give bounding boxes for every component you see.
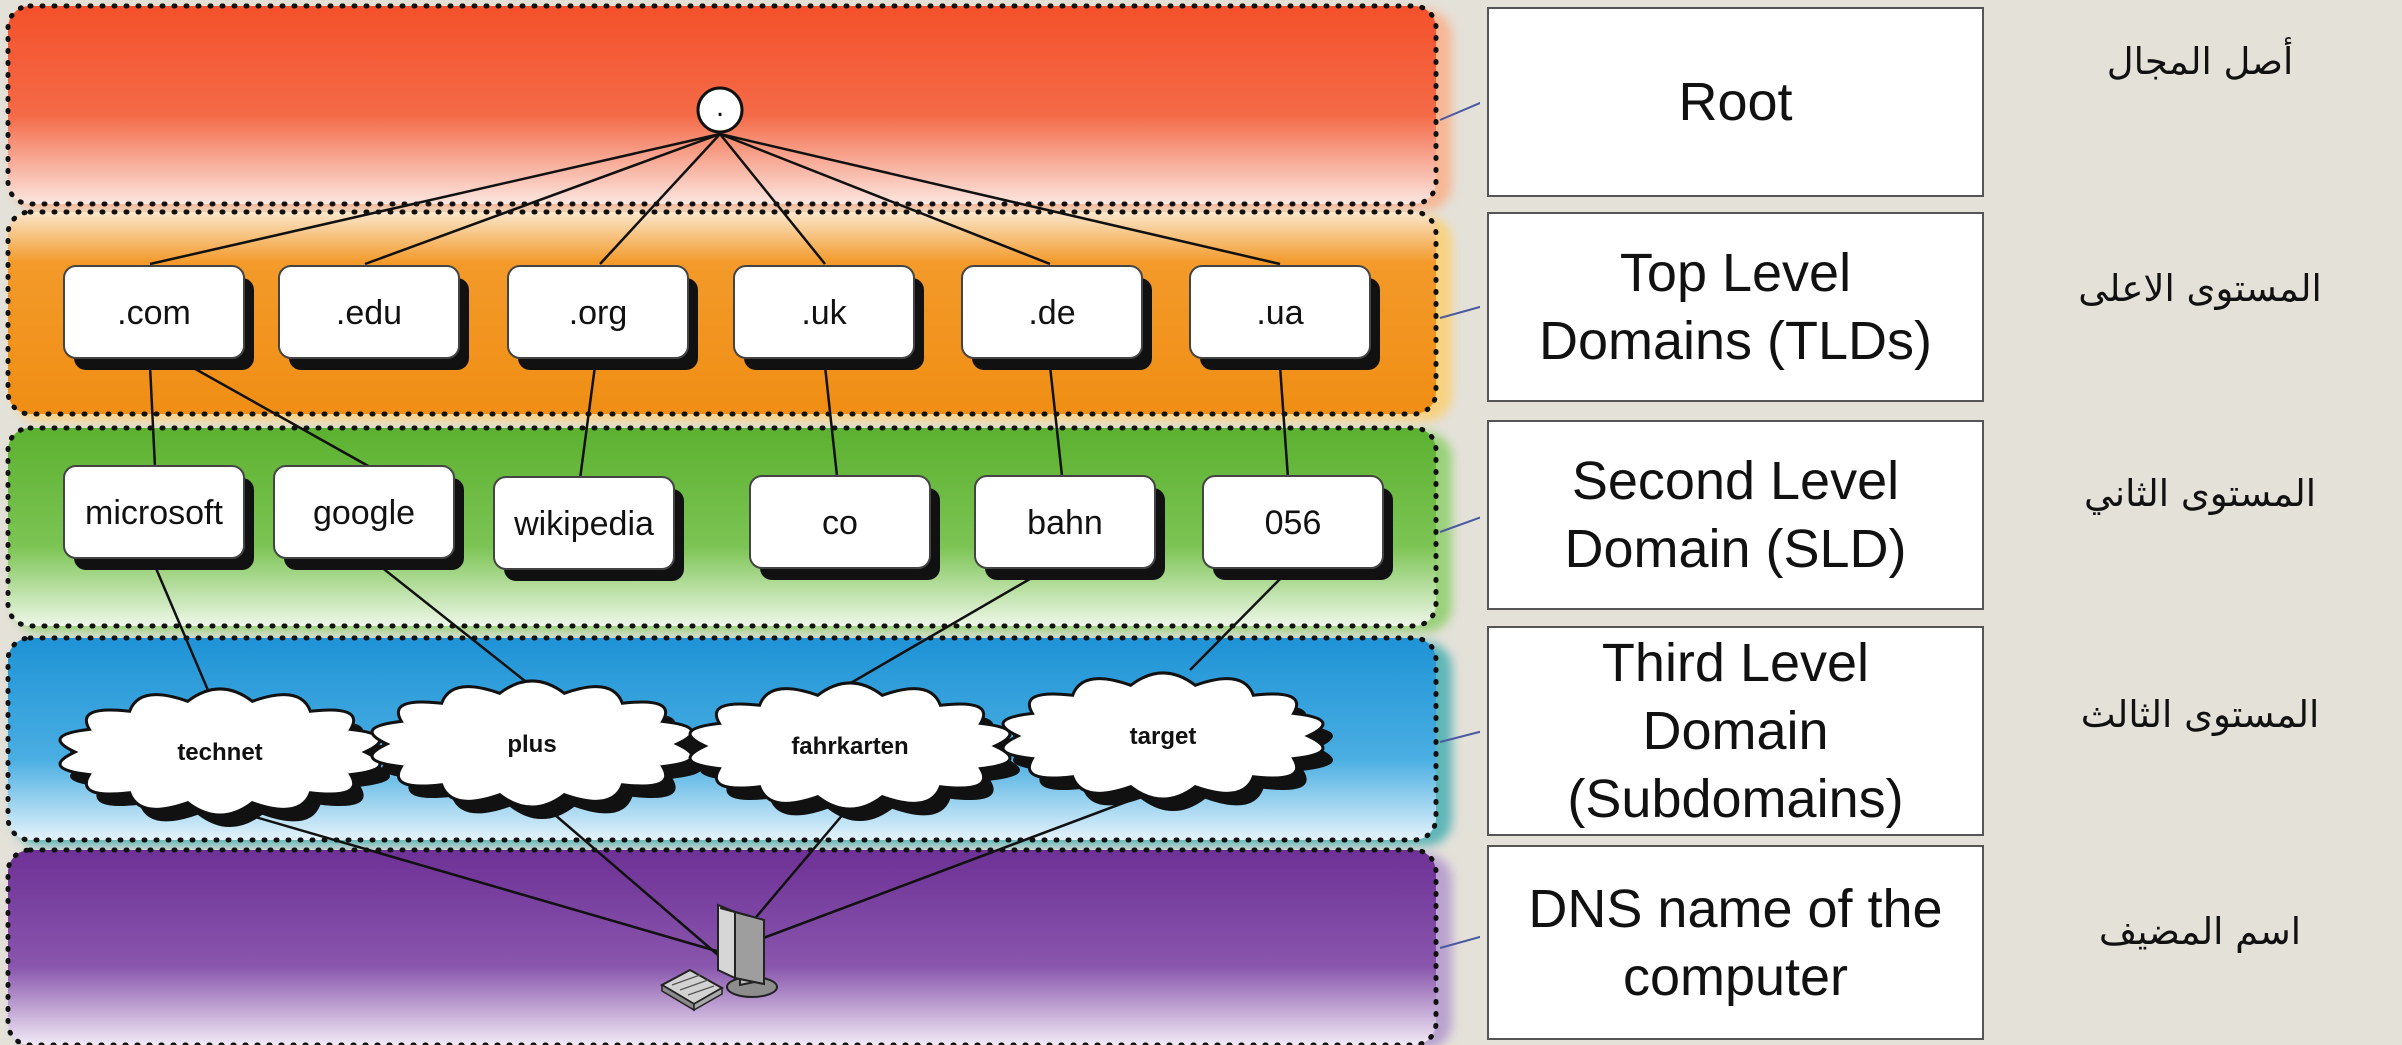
level-label-root: Root xyxy=(1678,72,1793,132)
level-label-tld: Top Level Domains (TLDs) xyxy=(1538,243,1933,371)
tld-label: .org xyxy=(569,294,628,332)
sld-label: google xyxy=(313,494,415,532)
subdomain-node: fahrkarten xyxy=(688,681,1020,822)
level-label-subdomain: Third Level Domain (Subdomains) xyxy=(1567,633,1904,829)
sld-label: wikipedia xyxy=(513,505,654,543)
level-label-host: DNS name of the computer xyxy=(1528,878,1943,1007)
tld-node: .org xyxy=(507,265,698,370)
tld-label: .ua xyxy=(1256,294,1303,332)
tld-label: .com xyxy=(117,294,191,332)
subdomain-label: target xyxy=(1130,723,1197,750)
arabic-label-host: اسم المضيف xyxy=(2098,910,2302,953)
tld-node: .com xyxy=(63,265,254,370)
root-label: . xyxy=(716,90,724,123)
dns-hierarchy-diagram: . .com .edu .org .uk .de .ua microsoft google w… xyxy=(5,3,1480,1045)
tree-edges xyxy=(148,132,1290,956)
computer-icon xyxy=(659,903,778,1012)
level-box-subdomain: Third Level Domain (Subdomains) xyxy=(1487,626,1984,836)
sld-label: 056 xyxy=(1265,504,1322,542)
level-box-sld: Second Level Domain (SLD) xyxy=(1487,420,1984,610)
arabic-label-tld: المستوى الاعلى xyxy=(2078,267,2322,310)
sld-label: bahn xyxy=(1027,504,1103,542)
level-box-host: DNS name of the computer xyxy=(1487,845,1984,1040)
sld-node: bahn xyxy=(974,475,1165,580)
arabic-label-sld: المستوى الثاني xyxy=(2083,472,2317,515)
tld-node: .de xyxy=(961,265,1152,370)
subdomain-label: plus xyxy=(507,731,556,758)
sld-label: co xyxy=(822,504,858,542)
tld-node: .edu xyxy=(278,265,469,370)
tld-label: .uk xyxy=(801,294,847,332)
subdomain-node: technet xyxy=(58,687,390,828)
sld-node: wikipedia xyxy=(493,476,684,581)
subdomain-node: plus xyxy=(370,679,702,820)
sld-node: google xyxy=(273,465,464,570)
tld-label: .edu xyxy=(336,294,402,332)
sld-label: microsoft xyxy=(85,494,223,532)
arabic-label-root: أصل المجال xyxy=(2106,40,2294,83)
root-node: . xyxy=(696,86,744,134)
subdomain-node: target xyxy=(1001,671,1333,812)
tld-node: .ua xyxy=(1189,265,1380,370)
level-box-root: Root xyxy=(1487,7,1984,197)
tld-node: .uk xyxy=(733,265,924,370)
subdomain-label: technet xyxy=(177,739,262,766)
band-connectors xyxy=(1439,101,1480,949)
sld-node: co xyxy=(749,475,940,580)
level-label-sld: Second Level Domain (SLD) xyxy=(1564,451,1907,579)
sld-node: 056 xyxy=(1202,475,1393,580)
sld-node: microsoft xyxy=(63,465,254,570)
tld-label: .de xyxy=(1028,294,1075,332)
arabic-label-subdomain: المستوى الثالث xyxy=(2080,693,2320,736)
subdomain-label: fahrkarten xyxy=(791,733,908,760)
level-box-tld: Top Level Domains (TLDs) xyxy=(1487,212,1984,402)
